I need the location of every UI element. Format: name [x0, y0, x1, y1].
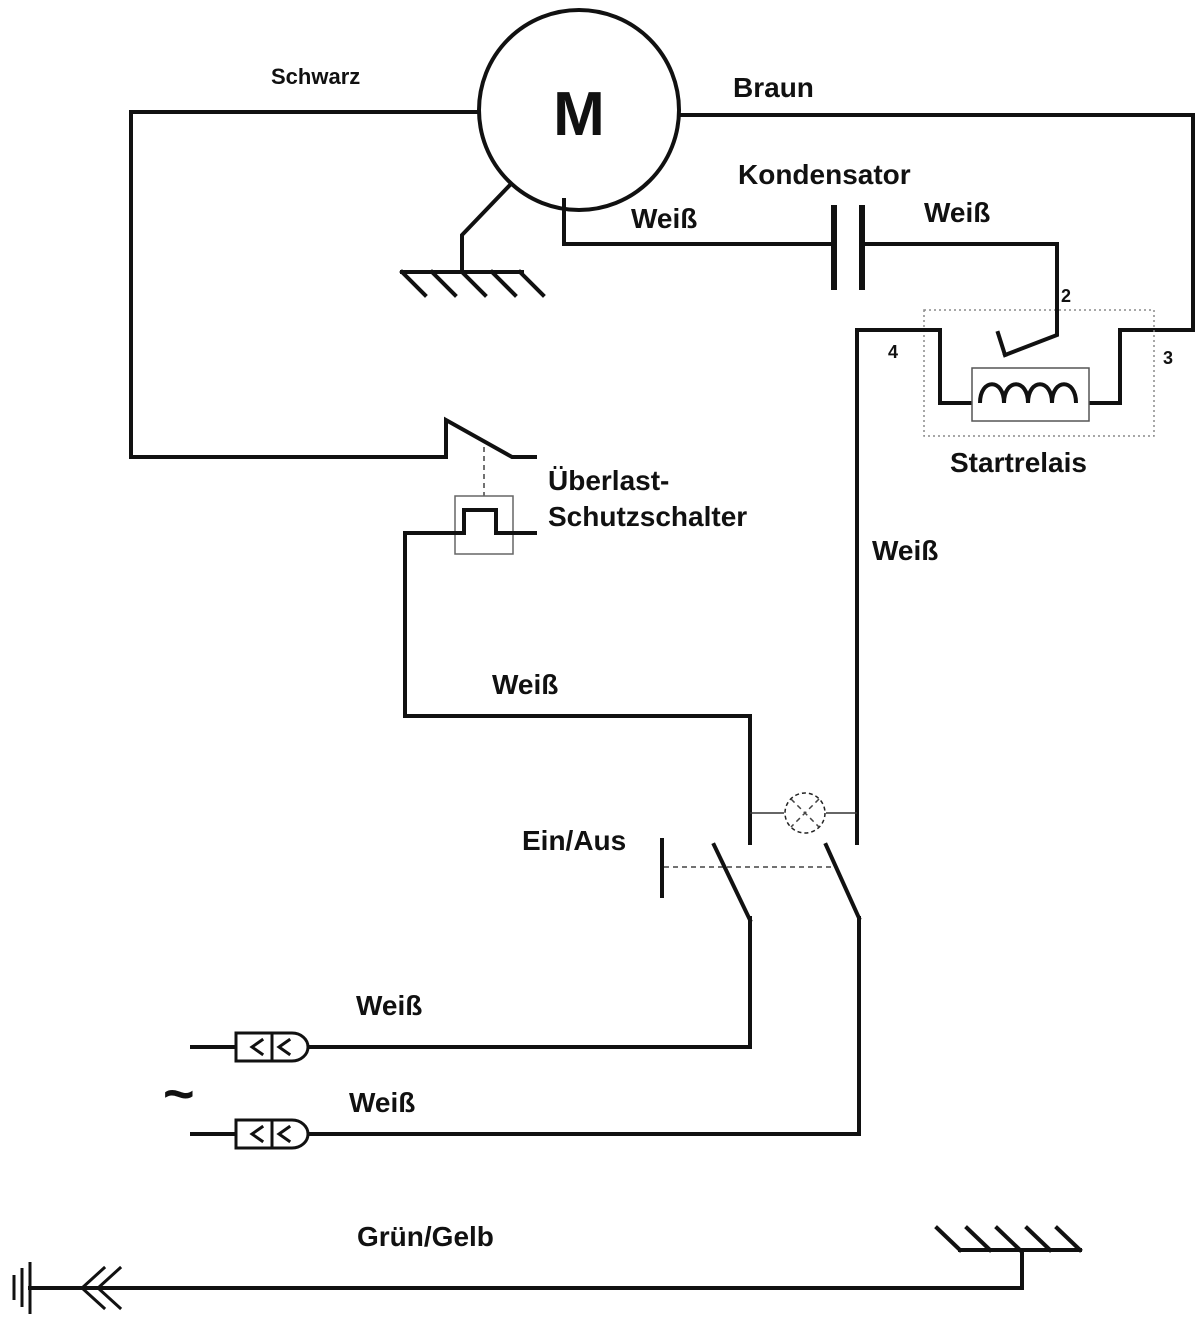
- switch-blade-right: [823, 842, 862, 921]
- plug-pin-1: [190, 1031, 310, 1063]
- label-schwarz: Schwarz: [271, 64, 360, 89]
- label-ein-aus: Ein/Aus: [522, 825, 626, 856]
- chassis-ground-hatch-icon: [994, 1225, 1023, 1253]
- overload-bimetal-icon: [403, 508, 537, 535]
- label-braun: Braun: [733, 72, 814, 103]
- label-terminal-4: 4: [888, 342, 898, 362]
- chassis-ground-hatch-icon: [1024, 1225, 1053, 1253]
- switch-blade-left: [711, 842, 753, 923]
- ground-hatch-icon: [517, 269, 546, 298]
- label-terminal-2: 2: [1061, 286, 1071, 306]
- label-overload-line1: Überlast-: [548, 465, 669, 496]
- chassis-ground-hatch-icon: [1054, 1225, 1083, 1253]
- ground-hatch-icon: [489, 269, 518, 298]
- wire-white-overload-switch: [403, 531, 752, 845]
- label-gruen-gelb: Grün/Gelb: [357, 1221, 494, 1252]
- label-overload-line2: Schutzschalter: [548, 501, 747, 532]
- indicator-lamp-cross: [790, 798, 820, 828]
- ground-hatch-icon: [459, 269, 488, 298]
- connector-chevron-icon: [95, 1265, 123, 1311]
- connector-chevron-icon: [79, 1265, 107, 1311]
- plug-socket-icon: [270, 1118, 310, 1150]
- chassis-ground-hatch-icon: [964, 1225, 993, 1253]
- start-relay: [855, 308, 1155, 437]
- chevron-left-icon: [249, 1124, 265, 1144]
- relay-contact-tip: [995, 330, 1008, 358]
- chassis-ground-hatch-icon: [934, 1225, 963, 1253]
- label-weiss-capacitor-relay: Weiß: [924, 197, 990, 228]
- label-startrelais: Startrelais: [950, 447, 1087, 478]
- motor: M: [477, 8, 681, 212]
- label-weiss-relay-switch: Weiß: [872, 535, 938, 566]
- wire-black: [129, 110, 481, 459]
- label-kondensator: Kondensator: [738, 159, 911, 190]
- wire-white-capacitor-relay: [862, 242, 1059, 312]
- label-terminal-3: 3: [1163, 348, 1173, 368]
- plug-socket-icon: [270, 1031, 310, 1063]
- ac-symbol: ~: [163, 1064, 195, 1124]
- chevron-left-icon: [276, 1124, 292, 1144]
- power-switch: [660, 792, 862, 923]
- capacitor-icon: [831, 205, 865, 290]
- start-relay-box: [923, 309, 1155, 437]
- wire-brown: [677, 113, 1195, 332]
- relay-coil-icon: [978, 382, 1078, 404]
- label-weiss-plug-2: Weiß: [349, 1087, 415, 1118]
- earth-line: [12, 1225, 1083, 1314]
- label-weiss-plug-1: Weiß: [356, 990, 422, 1021]
- relay-terminal-4-lead: [855, 328, 982, 405]
- ground-hatch-icon: [429, 269, 458, 298]
- motor-symbol: M: [553, 80, 605, 149]
- overload-protector: [403, 416, 537, 555]
- wire-white-plug-1: [307, 916, 752, 1049]
- chevron-left-icon: [276, 1037, 292, 1057]
- chevron-left-icon: [249, 1037, 265, 1057]
- relay-terminal-3-lead: [1074, 328, 1122, 405]
- label-weiss-overload-switch: Weiß: [492, 669, 558, 700]
- overload-switch-contact: [444, 416, 537, 459]
- motor-ground-lead: [460, 182, 513, 274]
- wire-white-plug-2: [307, 916, 861, 1136]
- wire-white-motor-capacitor: [562, 198, 834, 246]
- motor-ground: [399, 182, 546, 298]
- label-weiss-motor-capacitor: Weiß: [631, 203, 697, 234]
- ground-hatch-icon: [399, 269, 428, 298]
- plug-pin-2: [190, 1118, 310, 1150]
- relay-contact-arm: [1002, 308, 1059, 358]
